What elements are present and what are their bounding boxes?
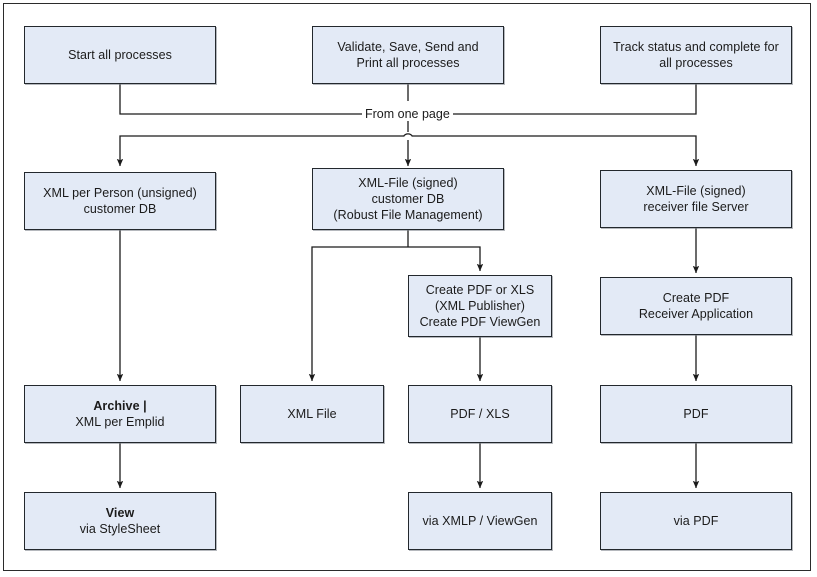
- node-label: XML-File (signed)customer DB(Robust File…: [333, 176, 483, 222]
- node-xml-file[interactable]: XML File: [240, 385, 384, 443]
- edge-track-to-bus: [413, 84, 697, 115]
- node-label: via XMLP / ViewGen: [422, 514, 538, 528]
- node-label: Create PDF or XLS(XML Publisher)Create P…: [419, 283, 541, 329]
- node-xml-file-signed-customer-db[interactable]: XML-File (signed)customer DB(Robust File…: [312, 168, 504, 230]
- node-xml-per-person-unsigned[interactable]: XML per Person (unsigned)customer DB: [24, 172, 216, 230]
- node-pdf-xls[interactable]: PDF / XLS: [408, 385, 552, 443]
- edge-label-from-one-page: From one page: [362, 107, 453, 121]
- node-xml-file-signed-receiver[interactable]: XML-File (signed)receiver file Server: [600, 170, 792, 228]
- edge-bus-bottom-right: [412, 135, 700, 167]
- node-label: XML File: [287, 407, 337, 421]
- edge-start-to-bus: [119, 84, 400, 115]
- node-via-pdf[interactable]: via PDF: [600, 492, 792, 550]
- node-label: PDF: [683, 407, 709, 421]
- node-label: XML-File (signed)receiver file Server: [643, 184, 749, 214]
- node-create-pdf-or-xls[interactable]: Create PDF or XLS(XML Publisher)Create P…: [408, 275, 552, 337]
- node-label: PDF / XLS: [450, 407, 510, 421]
- node-label: via PDF: [673, 514, 719, 528]
- edge-bus-bottom-left: [116, 135, 404, 167]
- edge-xml-signed-to-xml-file: [308, 246, 408, 382]
- node-pdf[interactable]: PDF: [600, 385, 792, 443]
- node-label: Archive |XML per Emplid: [75, 399, 165, 429]
- edge-xml-signed-to-create-pdf-xls: [408, 246, 484, 272]
- node-start-all-processes[interactable]: Start all processes: [24, 26, 216, 84]
- node-via-xmlp-viewgen[interactable]: via XMLP / ViewGen: [408, 492, 552, 550]
- edge-validate-hop: [402, 133, 414, 137]
- node-label: Start all processes: [68, 48, 172, 62]
- node-archive-xml-per-emplid[interactable]: Archive |XML per Emplid: [24, 385, 216, 443]
- node-label: XML per Person (unsigned)customer DB: [43, 186, 197, 216]
